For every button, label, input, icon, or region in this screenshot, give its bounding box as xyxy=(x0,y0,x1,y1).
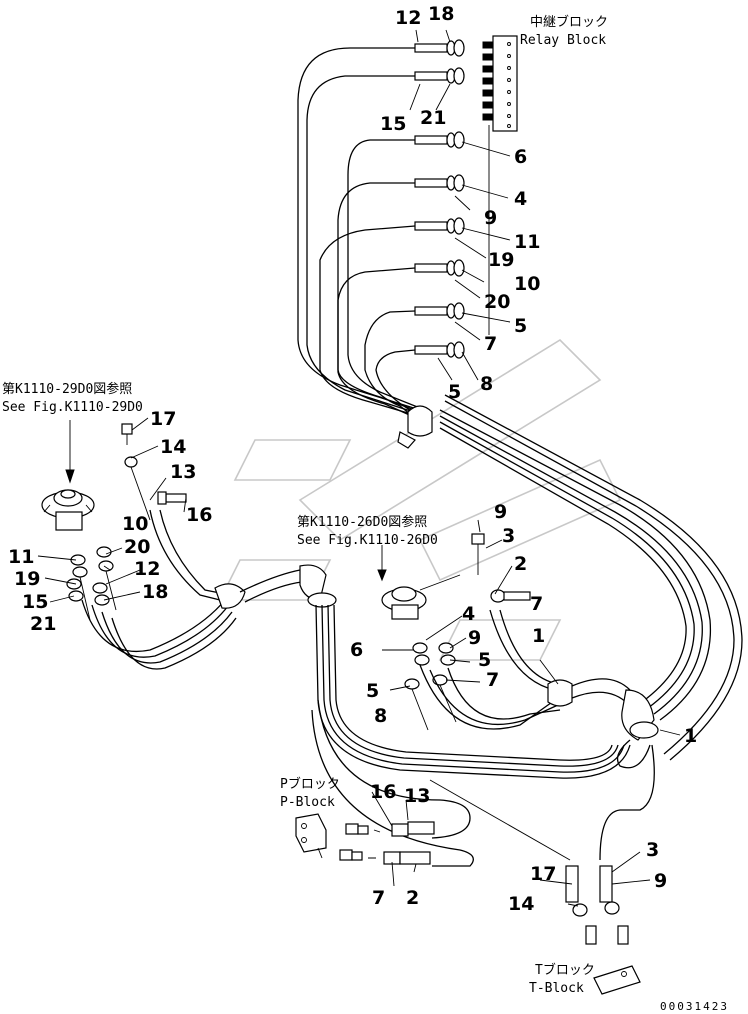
callout: 14 xyxy=(160,436,186,458)
callout: 6 xyxy=(350,639,363,661)
t-block-jp-label: Tブロック xyxy=(535,962,595,978)
callout: 3 xyxy=(502,525,515,547)
see-fig-left-jp-label: 第K1110-29D0図参照 xyxy=(2,381,132,397)
callout: 4 xyxy=(514,188,527,210)
t-block-en-label: T-Block xyxy=(529,981,584,996)
callout: 6 xyxy=(514,146,527,168)
callout: 9 xyxy=(654,870,667,892)
p-block-en-label: P-Block xyxy=(280,795,335,810)
callout: 16 xyxy=(370,781,396,803)
bottom-callouts: 16 13 7 2 17 14 3 9 xyxy=(370,781,667,915)
relay-callouts: 12 18 15 21 6 4 9 11 19 10 20 5 7 5 8 xyxy=(380,3,540,403)
callout: 5 xyxy=(478,649,491,671)
callout: 20 xyxy=(484,291,510,313)
callout: 12 xyxy=(395,7,421,29)
callout: 11 xyxy=(8,546,34,568)
relay-block xyxy=(482,35,518,335)
callout: 4 xyxy=(462,603,475,625)
left-callouts: 17 14 13 16 10 20 12 18 11 19 15 21 xyxy=(8,408,212,635)
callout: 17 xyxy=(150,408,176,430)
callout: 5 xyxy=(514,315,527,337)
callout: 21 xyxy=(420,107,446,129)
callout: 13 xyxy=(404,785,430,807)
lower-hoses xyxy=(311,604,655,867)
callout: 13 xyxy=(170,461,196,483)
relay-block-jp-label: 中継ブロック xyxy=(530,14,608,30)
callout: 7 xyxy=(372,887,385,909)
t-block xyxy=(565,865,641,995)
p-block-jp-label: Pブロック xyxy=(280,776,340,792)
callout: 10 xyxy=(514,273,540,295)
see-fig-left-en-label: See Fig.K1110-29D0 xyxy=(2,400,143,415)
callout: 1 xyxy=(684,725,697,747)
watermark xyxy=(218,338,622,661)
callout: 9 xyxy=(494,501,507,523)
leader-lines xyxy=(37,29,681,907)
callout: 5 xyxy=(366,680,379,702)
callout: 9 xyxy=(468,627,481,649)
relay-hose-fittings xyxy=(414,39,465,359)
callout: 16 xyxy=(186,504,212,526)
left-valve-assembly xyxy=(41,420,337,670)
see-fig-mid-en-label: See Fig.K1110-26D0 xyxy=(297,533,438,548)
p-block xyxy=(295,813,435,865)
callout: 3 xyxy=(646,839,659,861)
see-fig-mid-jp-label: 第K1110-26D0図参照 xyxy=(297,514,427,530)
callout: 19 xyxy=(488,249,514,271)
relay-block-en-label: Relay Block xyxy=(520,33,606,48)
callout: 15 xyxy=(22,591,48,613)
callout: 9 xyxy=(484,207,497,229)
callout: 19 xyxy=(14,568,40,590)
callout: 2 xyxy=(406,887,419,909)
callout: 18 xyxy=(142,581,168,603)
callout: 14 xyxy=(508,893,534,915)
hose-bundles xyxy=(297,47,743,761)
callout: 1 xyxy=(532,625,545,647)
callout: 12 xyxy=(134,558,160,580)
callout: 7 xyxy=(486,669,499,691)
callout: 10 xyxy=(122,513,148,535)
middle-callouts: 9 3 2 7 4 6 9 5 5 7 8 1 1 xyxy=(350,501,697,747)
callout: 2 xyxy=(514,553,527,575)
callout: 18 xyxy=(428,3,454,25)
callout: 8 xyxy=(480,373,493,395)
middle-valve-assembly xyxy=(377,533,659,769)
callout: 5 xyxy=(448,381,461,403)
callout: 21 xyxy=(30,613,56,635)
text-labels: 中継ブロック Relay Block 第K1110-29D0図参照 See Fi… xyxy=(2,14,729,1013)
callout: 7 xyxy=(530,593,543,615)
drawing-number: 00031423 xyxy=(660,1000,729,1013)
callout: 20 xyxy=(124,536,150,558)
callout: 15 xyxy=(380,113,406,135)
callout: 8 xyxy=(374,705,387,727)
callout: 17 xyxy=(530,863,556,885)
callout: 7 xyxy=(484,333,497,355)
callout: 11 xyxy=(514,231,540,253)
